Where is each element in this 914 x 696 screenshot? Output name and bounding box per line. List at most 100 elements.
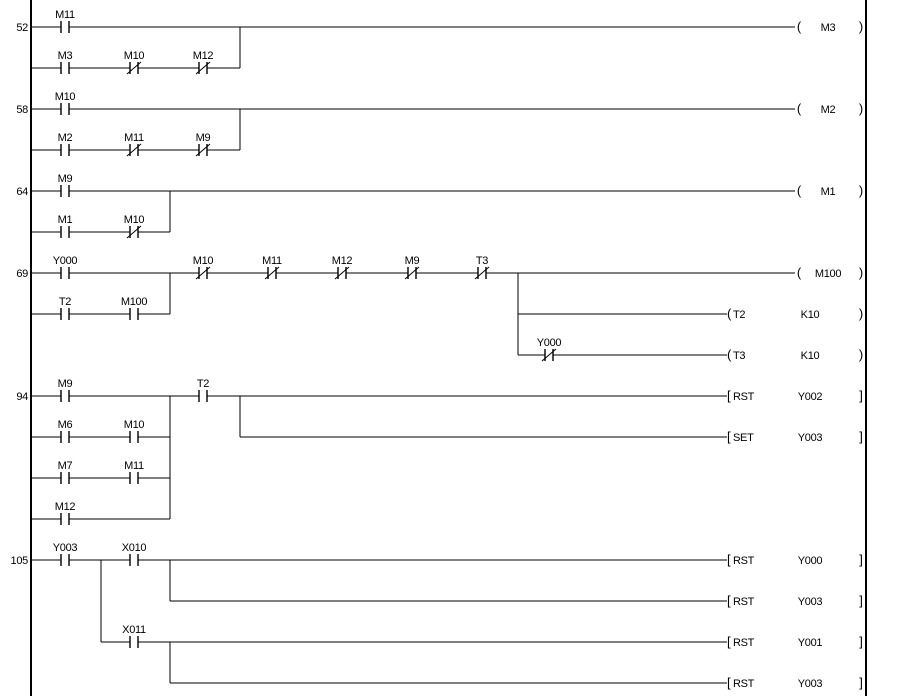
contact-gap (61, 558, 69, 562)
contact-label: T2 (59, 296, 71, 308)
no-contact-y003[interactable]: Y003 (53, 542, 78, 566)
contact-label: T2 (197, 378, 209, 390)
nc-contact-m9[interactable]: M9 (195, 132, 211, 157)
output-operand: K10 (801, 350, 820, 362)
step-number: 52 (16, 22, 28, 34)
contact-gap (130, 312, 138, 316)
no-contact-x011[interactable]: X011 (122, 624, 146, 648)
nc-contact-m10[interactable]: M10 (124, 50, 145, 75)
nc-contact-m9[interactable]: M9 (404, 255, 420, 280)
nc-slash-icon (334, 266, 350, 280)
no-contact-m6[interactable]: M6 (58, 419, 73, 443)
no-contact-m11[interactable]: M11 (55, 9, 75, 33)
contact-gap (61, 476, 69, 480)
nc-contact-m11[interactable]: M11 (124, 132, 144, 157)
coil-output-m100[interactable]: (M100) (797, 265, 863, 280)
contact-gap (61, 189, 69, 193)
coil-open-bracket: ( (797, 19, 802, 34)
nc-slash-icon (195, 143, 211, 157)
contact-label: M9 (405, 255, 420, 267)
coil-output-m1[interactable]: (M1) (797, 183, 863, 198)
timer-name: T3 (733, 350, 745, 362)
nc-contact-m12[interactable]: M12 (332, 255, 353, 280)
no-contact-m9[interactable]: M9 (58, 173, 73, 197)
no-contact-m11[interactable]: M11 (124, 460, 144, 484)
contact-label: Y000 (537, 337, 562, 349)
coil-name: M2 (821, 104, 836, 116)
contact-label: T3 (476, 255, 488, 267)
no-contact-m10[interactable]: M10 (124, 419, 145, 443)
output-open-bracket: [ (727, 634, 731, 649)
nc-contact-m10[interactable]: M10 (124, 214, 145, 239)
step-number: 69 (16, 268, 28, 280)
coil-close-bracket: ) (859, 19, 863, 34)
nc-contact-m12[interactable]: M12 (193, 50, 214, 75)
coil-output-m2[interactable]: (M2) (797, 101, 863, 116)
output-operand: Y003 (798, 432, 823, 444)
no-contact-m3[interactable]: M3 (58, 50, 73, 74)
output-operand: Y002 (798, 391, 823, 403)
contact-label: M10 (124, 214, 145, 226)
nc-contact-y000[interactable]: Y000 (537, 337, 562, 362)
coil-close-bracket: ) (859, 101, 863, 116)
output-close-bracket: ] (859, 552, 863, 567)
no-contact-m9[interactable]: M9 (58, 378, 73, 402)
output-open-bracket: [ (727, 429, 731, 444)
nc-slash-icon (264, 266, 280, 280)
nc-contact-m10[interactable]: M10 (193, 255, 214, 280)
no-contact-m12[interactable]: M12 (55, 501, 76, 525)
coil-output-m3[interactable]: (M3) (797, 19, 863, 34)
output-operand: Y000 (798, 555, 823, 567)
output-close-bracket: ) (859, 347, 863, 362)
contact-gap (61, 394, 69, 398)
nc-slash-icon (195, 61, 211, 75)
step-number: 58 (16, 104, 28, 116)
contact-label: M3 (58, 50, 73, 62)
output-close-bracket: ] (859, 388, 863, 403)
contact-gap (61, 148, 69, 152)
no-contact-m7[interactable]: M7 (58, 460, 73, 484)
coil-name: M100 (815, 268, 841, 280)
output-operand: K10 (801, 309, 820, 321)
no-contact-t2[interactable]: T2 (197, 378, 210, 402)
no-contact-m100[interactable]: M100 (121, 296, 148, 320)
contact-gap (61, 312, 69, 316)
instruction-name: RST (733, 555, 755, 567)
no-contact-m10[interactable]: M10 (55, 91, 76, 115)
no-contact-y000[interactable]: Y000 (53, 255, 78, 279)
nc-slash-icon (195, 266, 211, 280)
contact-label: M7 (58, 460, 73, 472)
nc-contact-t3[interactable]: T3 (474, 255, 490, 280)
no-contact-x010[interactable]: X010 (122, 542, 147, 566)
contact-label: X011 (122, 624, 146, 636)
timer-name: T2 (733, 309, 745, 321)
contact-gap (199, 394, 207, 398)
step-number: 64 (16, 186, 28, 198)
no-contact-t2[interactable]: T2 (59, 296, 72, 320)
output-operand: Y003 (798, 678, 823, 690)
nc-slash-icon (404, 266, 420, 280)
no-contact-m1[interactable]: M1 (58, 214, 73, 238)
nc-slash-icon (474, 266, 490, 280)
no-contact-m2[interactable]: M2 (58, 132, 73, 156)
contact-label: M11 (124, 132, 144, 144)
contact-label: M10 (55, 91, 76, 103)
step-number: 94 (16, 391, 28, 403)
contact-gap (61, 435, 69, 439)
output-close-bracket: ] (859, 634, 863, 649)
contact-gap (61, 66, 69, 70)
nc-contact-m11[interactable]: M11 (262, 255, 282, 280)
